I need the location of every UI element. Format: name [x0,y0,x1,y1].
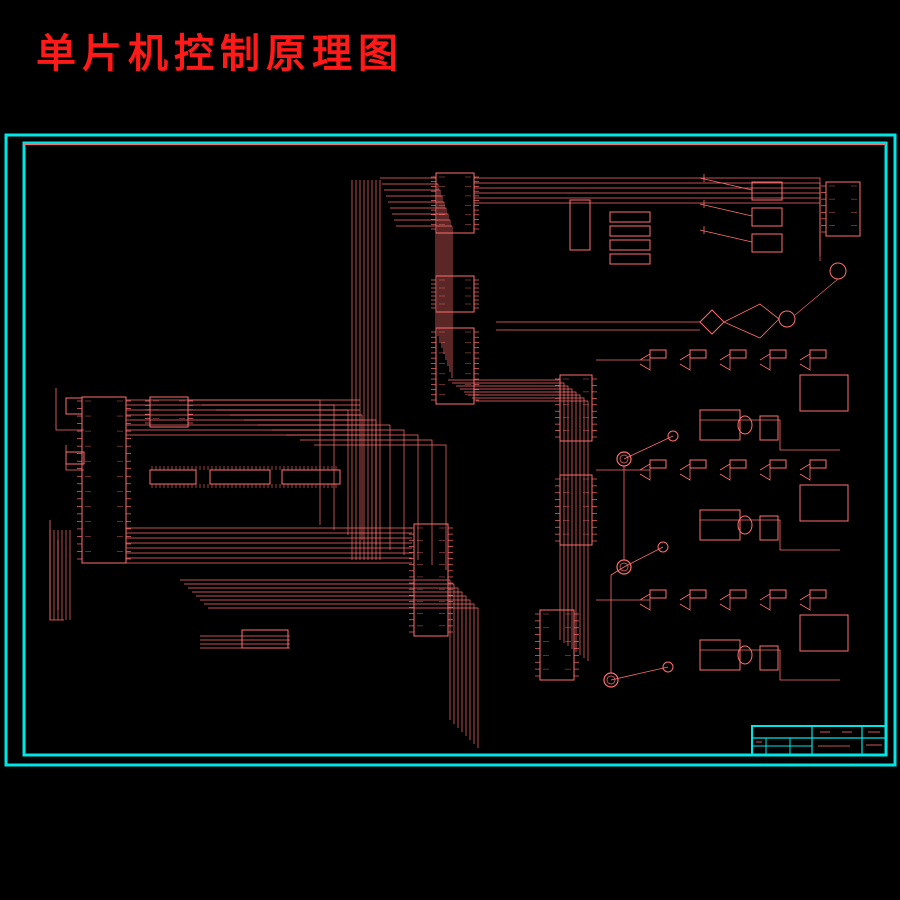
wire-bundle-left-edge [49,530,71,620]
relay-board [821,181,861,237]
wire-bundle-top-right [474,177,821,261]
shift-register-strip [149,466,341,488]
power-supply-parts [49,388,85,621]
sensor-circles [603,430,679,688]
eprom-chip-a [145,396,193,428]
page-title: 单片机控制原理图 [36,30,404,77]
amplifier-stage-3 [596,589,849,681]
wire-bundle-lower [126,527,412,564]
outer-frame [4,133,897,767]
amplifier-stage-2 [596,459,849,551]
left-controller-chip [77,396,131,564]
amplifier-stage-1 [596,349,849,451]
title-block-marks [756,731,882,747]
motor-symbols [699,262,847,339]
optocoupler-cluster [569,174,783,265]
wire-bundle-top [380,177,453,378]
bridge-rectifier [699,309,725,335]
power-line [496,321,700,331]
connector-block [241,629,289,649]
driver-chip-3 [535,609,579,681]
wire-bundle-left-down [188,399,447,570]
wire-bundle-center-right [448,379,589,661]
wire-bundle-connector [200,635,290,649]
wire-bundle-bottom [180,579,479,748]
ram-chip-center [409,523,453,637]
inner-frame [22,141,888,757]
io-chip [431,327,479,405]
title-block [751,725,887,756]
